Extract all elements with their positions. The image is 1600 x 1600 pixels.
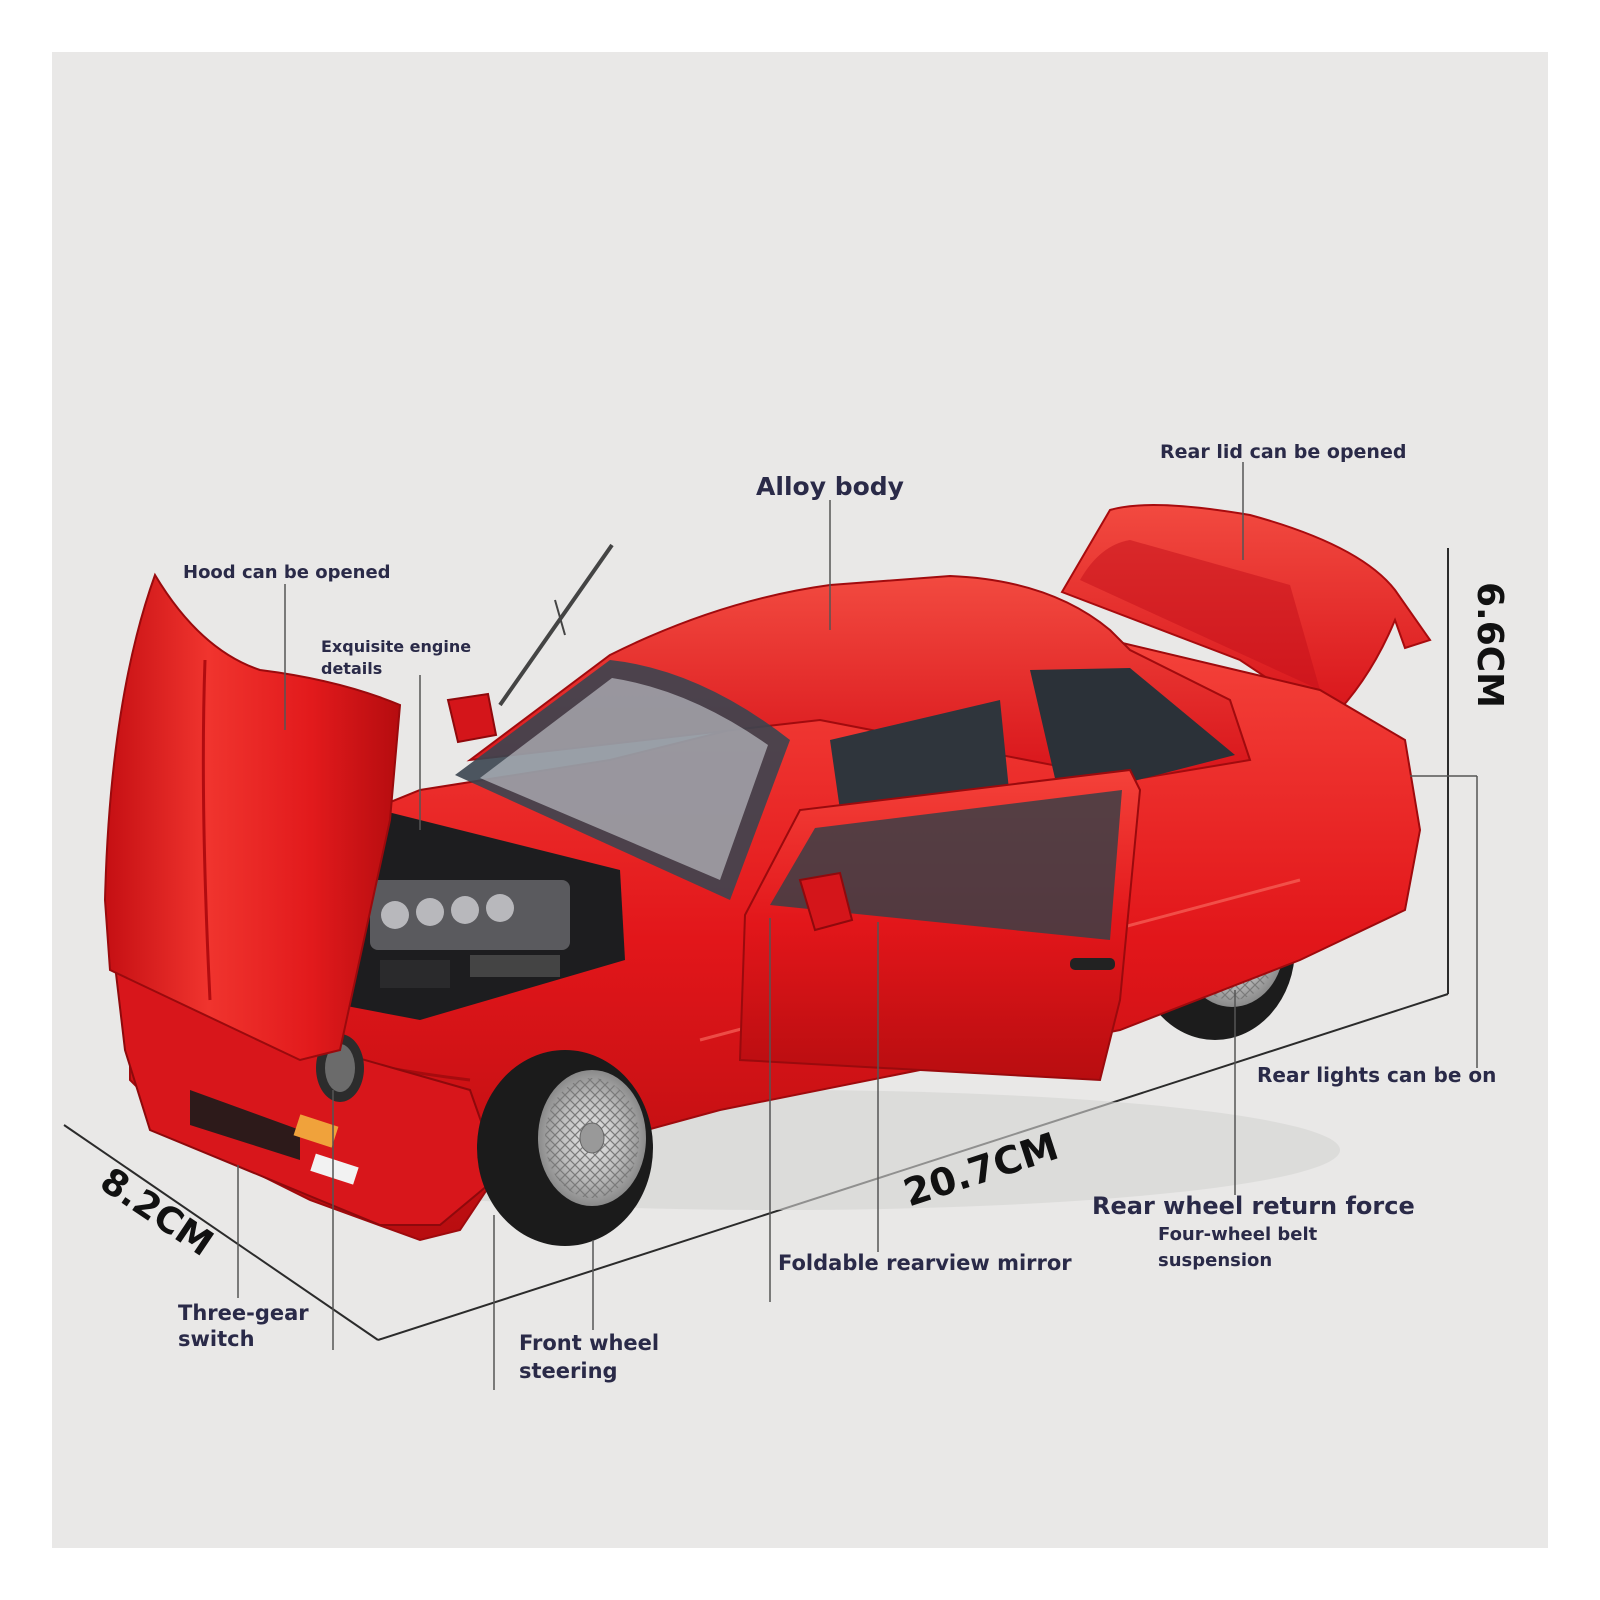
label-front-line2: steering <box>519 1359 618 1383</box>
label-alloy-body: Alloy body <box>756 472 904 501</box>
label-front-line1: Front wheel <box>519 1331 659 1355</box>
front-wheel <box>477 1050 653 1246</box>
label-rear-lights: Rear lights can be on <box>1257 1063 1496 1087</box>
dimension-height-label: 6.6CM <box>1469 582 1510 708</box>
label-suspension-line1: Four-wheel belt <box>1158 1224 1318 1245</box>
label-mirror: Foldable rearview mirror <box>778 1251 1072 1275</box>
callout-lines <box>237 462 1478 1390</box>
label-rear-wheel: Rear wheel return force <box>1092 1192 1415 1220</box>
dimension-width-label: 8.2CM <box>93 1160 220 1264</box>
label-engine-line2: details <box>321 659 382 678</box>
label-gear-line2: switch <box>178 1327 255 1351</box>
dimension-width-line <box>63 1124 379 1341</box>
open-hood <box>103 572 402 1062</box>
label-gear-line1: Three-gear <box>178 1301 309 1325</box>
side-mirror <box>798 871 854 932</box>
engine-block <box>370 880 570 988</box>
label-hood: Hood can be opened <box>183 562 391 583</box>
car-model <box>103 504 1432 1246</box>
label-engine-line1: Exquisite engine <box>321 637 471 656</box>
label-suspension-line2: suspension <box>1158 1250 1272 1271</box>
label-rear-lid: Rear lid can be opened <box>1160 441 1406 463</box>
